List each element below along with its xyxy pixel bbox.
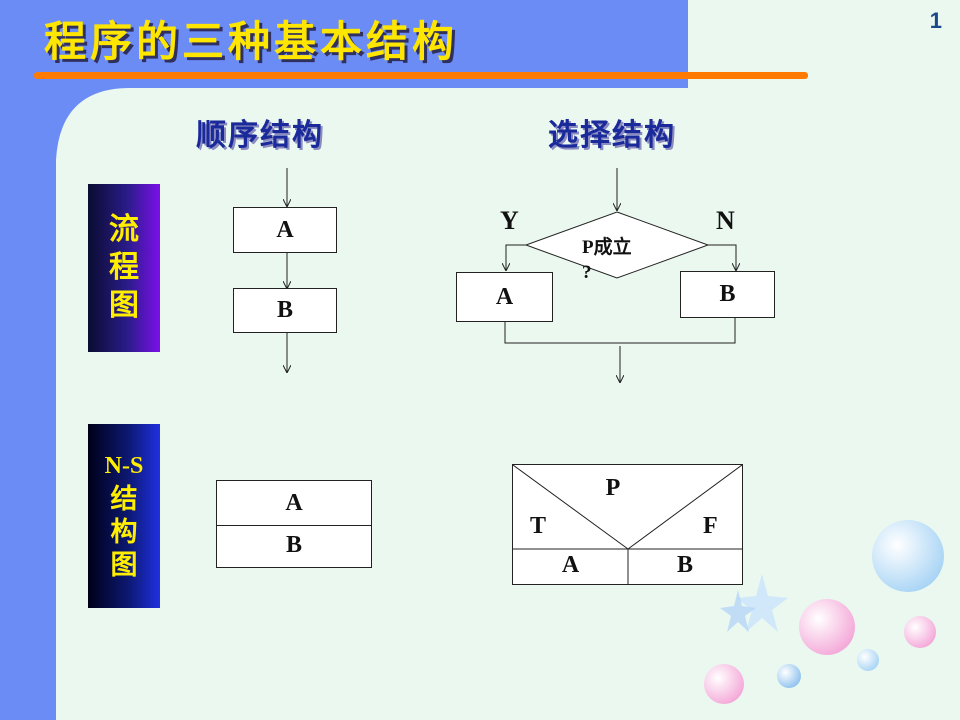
- ns-sequence-row-b: B: [285, 532, 302, 558]
- condition-text: P成立: [582, 237, 632, 258]
- no-label: N: [716, 206, 735, 235]
- side-label-ns: N-S: [104, 453, 144, 479]
- sequence-box-a: A: [233, 207, 337, 253]
- sequence-box-a-label: A: [276, 216, 294, 243]
- no-branch-line: [708, 244, 736, 270]
- side-label-flowchart: 流 程 图: [88, 184, 160, 352]
- heading-selection: 选择结构: [548, 118, 676, 153]
- star-icon: [736, 574, 788, 632]
- ns-true-label: T: [530, 513, 547, 539]
- sequence-box-b: B: [233, 288, 337, 333]
- side-label-char: 程: [109, 250, 139, 285]
- ns-selection-block: P T F A B: [512, 464, 743, 585]
- page-number: 1: [929, 8, 942, 33]
- side-label-char: 图: [109, 288, 139, 323]
- star-icon: [720, 590, 756, 632]
- ns-sequence-block: A B: [216, 480, 372, 568]
- ns-branch-a: A: [561, 552, 580, 578]
- side-label-ns-diagram: N-S 结 构 图: [88, 424, 160, 608]
- selection-box-a: A: [456, 272, 553, 322]
- sequence-box-b-label: B: [276, 297, 293, 323]
- ns-false-label: F: [703, 513, 718, 539]
- side-label-char: 结: [110, 484, 138, 515]
- merge-line: [504, 318, 736, 344]
- condition-question-mark: ?: [582, 262, 592, 283]
- selection-box-b-label: B: [719, 281, 736, 307]
- ns-branch-b: B: [676, 552, 693, 578]
- ns-sequence-row-a: A: [217, 481, 371, 526]
- ns-condition-label: P: [605, 475, 621, 501]
- selection-box-b: B: [680, 271, 775, 318]
- selection-box-a-label: A: [495, 283, 514, 310]
- decorative-bubbles: [704, 520, 944, 704]
- ns-selection-lines: [513, 465, 742, 584]
- yes-branch-line: [506, 244, 526, 270]
- slide-title: 程序的三种基本结构: [44, 17, 459, 66]
- condition-diamond: [524, 211, 710, 279]
- title-underline: [34, 72, 808, 79]
- side-label-char: 图: [110, 550, 138, 581]
- heading-sequence: 顺序结构: [196, 118, 324, 153]
- side-label-char: 构: [110, 517, 138, 548]
- yes-label: Y: [500, 206, 519, 235]
- side-label-char: 流: [109, 212, 139, 247]
